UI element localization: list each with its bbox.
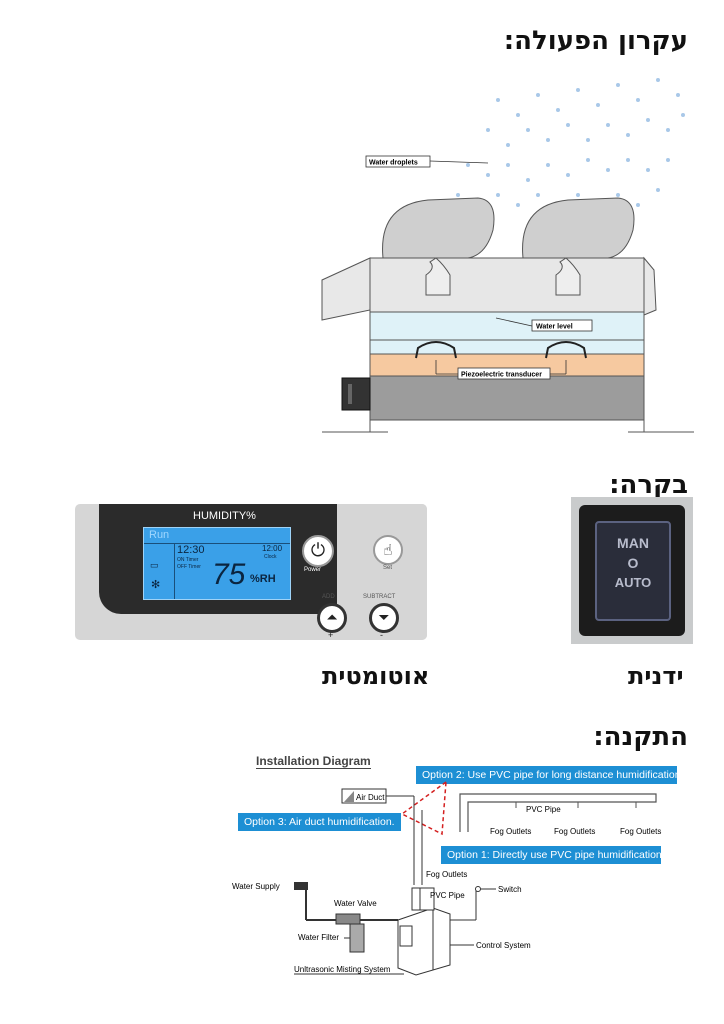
lcd-clock-time: 12:00	[262, 544, 283, 553]
power-icon: ⏻	[310, 540, 326, 561]
water-supply-label: Water Supply	[232, 882, 280, 891]
transducer-label: Piezoelectric transducer	[461, 372, 542, 379]
chevron-down-icon: ⏷	[378, 610, 390, 626]
option3-callout: Option 3: Air duct humidification.	[238, 813, 401, 831]
option1-callout: Option 1: Directly use PVC pipe humidifi…	[441, 846, 662, 864]
lcd-divider-h	[144, 543, 290, 544]
panel-header: HUMIDITY%	[193, 510, 256, 522]
lcd-clock-label: Clock	[264, 554, 277, 560]
switch-rocker: MAN O AUTO	[595, 521, 671, 621]
installation-title: Installation Diagram	[256, 754, 371, 769]
option2-callout: Option 2: Use PVC pipe for long distance…	[416, 766, 681, 784]
fog-outlets-label-2: Fog Outlets	[554, 827, 595, 836]
set-label: Set	[383, 565, 393, 571]
switch-housing: MAN O AUTO	[579, 505, 685, 636]
minus-label: -	[380, 630, 383, 640]
subtract-button[interactable]: ⏷	[369, 603, 399, 633]
principle-diagram: Water droplets Water level Piezoelectric…	[321, 78, 694, 433]
power-button[interactable]: ⏻	[302, 535, 334, 567]
control-heading: בקרה:	[609, 470, 688, 500]
subtract-label: SUBTRACT	[363, 594, 396, 600]
lcd-time: 12:30	[177, 544, 205, 556]
fan-icon: ✻	[151, 579, 161, 591]
lcd-display: Run 12:30 ON Timer OFF Timer 12:00 Clock…	[143, 527, 291, 600]
rocker-switch: MAN O AUTO	[571, 497, 693, 644]
misting-system-label: Unltrasonic Misting System	[294, 965, 391, 974]
control-panel: HUMIDITY% Run 12:30 ON Timer OFF Timer 1…	[75, 504, 427, 640]
lcd-on-timer: ON Timer	[177, 557, 199, 563]
fog-outlets-label-3: Fog Outlets	[620, 827, 661, 836]
switch-man-label: MAN	[617, 535, 649, 551]
pvc-pipe-top-label: PVC Pipe	[526, 805, 561, 814]
add-button[interactable]: ⏶	[317, 603, 347, 633]
lcd-off-timer: OFF Timer	[177, 564, 201, 570]
chevron-up-icon: ⏶	[326, 610, 338, 626]
principle-heading: עקרון הפעולה:	[503, 26, 688, 56]
set-button[interactable]: ☝	[373, 535, 403, 565]
manual-caption: ידנית	[628, 662, 684, 690]
switch-auto-label: AUTO	[614, 575, 652, 590]
water-filter-label: Water Filter	[298, 933, 339, 942]
lcd-status: Run	[149, 529, 170, 541]
control-system-label: Control System	[476, 941, 531, 950]
switch-label: Switch	[498, 885, 522, 894]
lcd-divider-v	[174, 543, 175, 599]
installation-diagram: Air Duct PVC Pipe Fog Outlets Fog Outlet…	[232, 780, 661, 976]
installation-heading: התקנה:	[593, 722, 688, 752]
add-label: ADD	[322, 594, 335, 600]
water-valve-label: Water Valve	[334, 899, 377, 908]
pvc-pipe-unit-label: PVC Pipe	[430, 891, 465, 900]
auto-caption: אוטומטית	[322, 662, 430, 690]
lcd-value: 75	[212, 558, 246, 591]
switch-off-symbol: O	[627, 555, 639, 571]
hand-icon: ☝	[383, 541, 393, 559]
fog-outlets-label-1: Fog Outlets	[490, 827, 531, 836]
fog-outlets-unit-label: Fog Outlets	[426, 870, 467, 879]
water-level-label: Water level	[536, 324, 573, 331]
air-duct-label: Air Duct	[356, 793, 385, 802]
mist-icon: ▭	[150, 560, 159, 570]
droplets-label: Water droplets	[369, 160, 418, 167]
power-label: Power	[304, 567, 322, 573]
lcd-unit: %RH	[250, 573, 276, 585]
plus-label: +	[328, 630, 334, 640]
